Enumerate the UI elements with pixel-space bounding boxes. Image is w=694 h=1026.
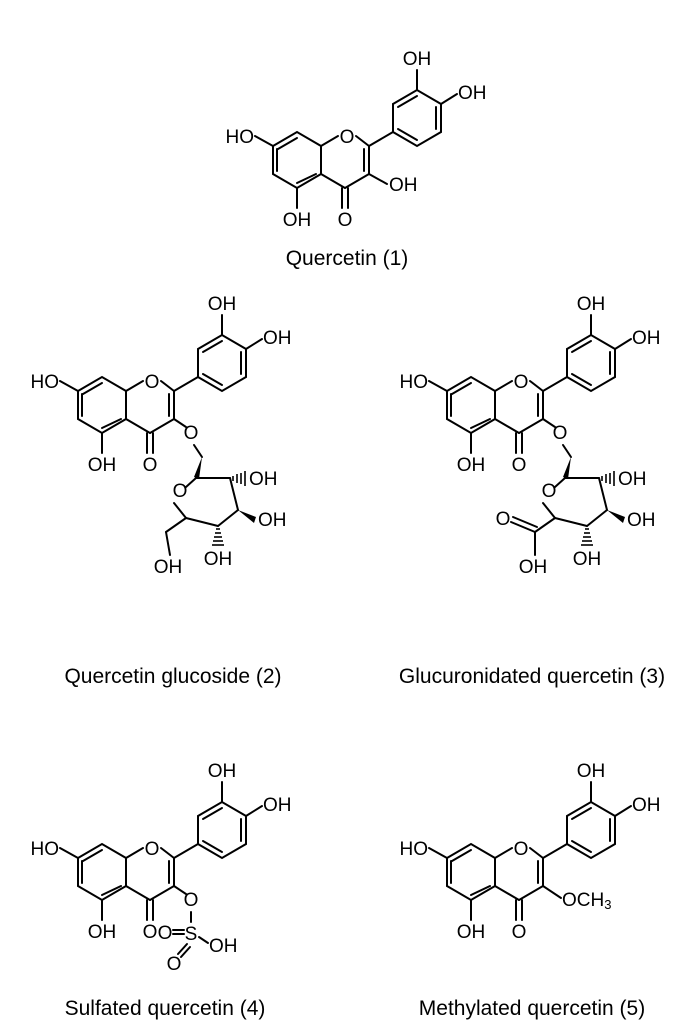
hydroxyl-c6-label: OH bbox=[154, 557, 183, 578]
carboxyl-hydroxyl-label: OH bbox=[519, 557, 548, 578]
hydroxyl-3-label: OH bbox=[389, 175, 418, 196]
caption-quercetin: Quercetin (1) bbox=[286, 247, 409, 270]
caption-glucuronidated-quercetin: Glucuronidated quercetin (3) bbox=[399, 665, 665, 688]
sulfur-label: S bbox=[185, 924, 198, 945]
sulfated-quercetin-structure: O S O O OH bbox=[29, 760, 293, 975]
methoxy-label: OCH3 bbox=[562, 890, 611, 912]
caption-sulfated-quercetin: Sulfated quercetin (4) bbox=[65, 997, 266, 1020]
caption-methylated-quercetin: Methylated quercetin (5) bbox=[419, 997, 645, 1020]
carboxyl-oxygen-label: O bbox=[496, 509, 511, 530]
sulfate-ester-oxygen-label: O bbox=[184, 890, 199, 911]
methylated-quercetin-structure: OCH3 bbox=[398, 760, 662, 944]
caption-quercetin-glucoside: Quercetin glucoside (2) bbox=[64, 665, 281, 688]
sulfonyl-oxygen-1-label: O bbox=[158, 923, 173, 944]
glucuronidated-quercetin-structure: O OH bbox=[398, 293, 662, 578]
quercetin-glucoside-structure: OH bbox=[29, 293, 293, 578]
quercetin-structure: OH bbox=[224, 48, 488, 232]
sulfonyl-oxygen-2-label: O bbox=[167, 954, 182, 975]
sulfate-hydroxyl-label: OH bbox=[209, 936, 238, 957]
